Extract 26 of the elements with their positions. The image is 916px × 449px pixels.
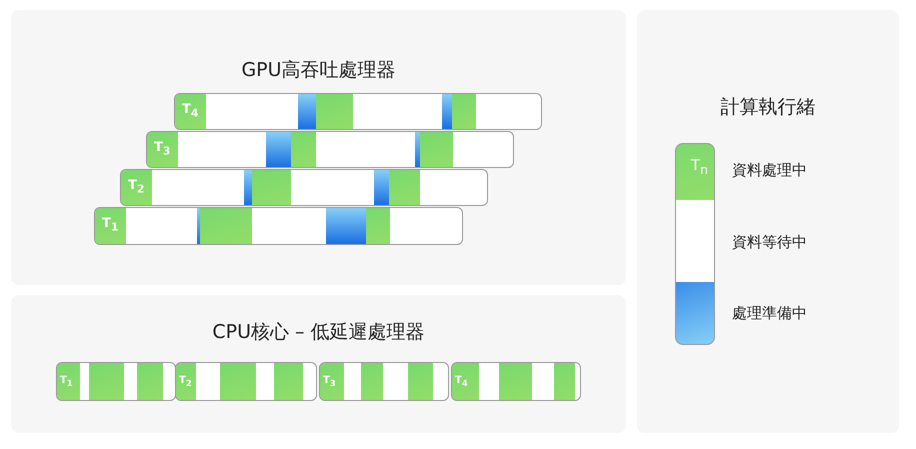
panel-card <box>11 295 626 433</box>
panel-card <box>11 10 626 285</box>
thread-label: T$_{4}$ <box>455 374 468 388</box>
thread-label: T$_{3}$ <box>323 374 336 388</box>
legend-label: 資料等待中 <box>732 233 807 252</box>
thread-label: T$_{4}$ <box>182 102 198 120</box>
panel-card <box>637 10 899 433</box>
thread-bar <box>146 131 514 168</box>
thread-bar <box>94 207 463 245</box>
thread-label: T$_{2}$ <box>179 374 192 388</box>
panel-title: CPU核心 – 低延遲處理器 <box>211 320 426 345</box>
thread-bar <box>56 362 176 401</box>
thread-bar <box>451 362 581 401</box>
thread-bar <box>319 362 449 401</box>
thread-bar <box>120 169 488 206</box>
legend-label: 資料處理中 <box>732 161 807 180</box>
panel-title: GPU高吞吐處理器 <box>240 58 397 83</box>
thread-label: T$_{3}$ <box>154 140 170 158</box>
thread-label: T$_{1}$ <box>60 374 73 388</box>
panel-title: 計算執行緒 <box>720 95 816 120</box>
thread-bar <box>174 93 542 130</box>
thread-label: T$_{n}$ <box>690 156 708 177</box>
legend-label: 處理準備中 <box>732 304 807 323</box>
thread-label: T$_{2}$ <box>128 178 144 196</box>
thread-bar <box>175 362 317 401</box>
thread-label: T$_{1}$ <box>102 216 118 234</box>
